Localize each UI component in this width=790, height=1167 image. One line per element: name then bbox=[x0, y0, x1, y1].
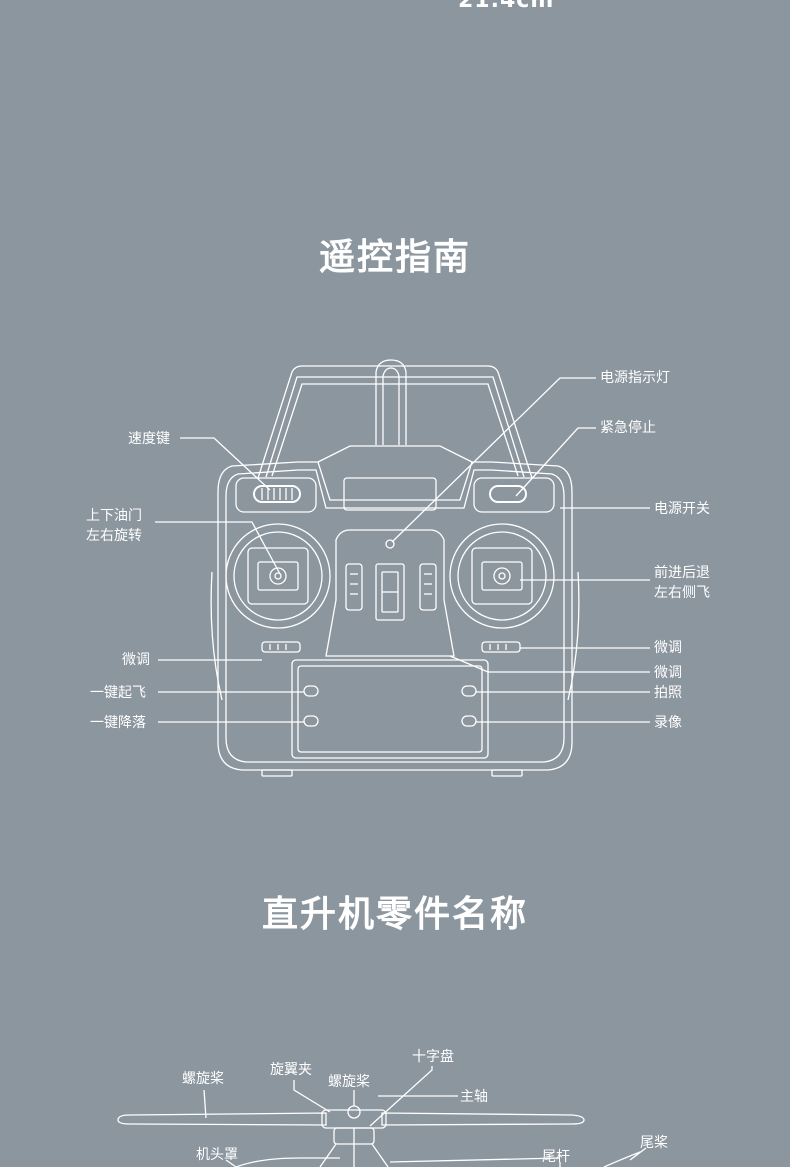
helicopter-illustration bbox=[117, 1105, 641, 1167]
label-propeller-mid: 螺旋桨 bbox=[328, 1073, 370, 1090]
label-left-stick-line1: 上下油门 bbox=[86, 508, 142, 524]
label-main-shaft: 主轴 bbox=[460, 1089, 488, 1105]
label-blade-grip: 旋翼夹 bbox=[270, 1062, 312, 1078]
label-takeoff: 一键起飞 bbox=[90, 685, 146, 701]
label-tail-rotor: 尾桨 bbox=[640, 1134, 668, 1151]
remote-guide-title: 遥控指南 bbox=[318, 237, 471, 278]
label-left-stick-line2: 左右旋转 bbox=[86, 528, 142, 544]
label-video: 录像 bbox=[654, 715, 682, 731]
label-propeller-left: 螺旋桨 bbox=[182, 1070, 224, 1087]
label-right-stick-line2: 左右侧飞 bbox=[654, 585, 710, 601]
parts-leader-lines bbox=[203, 1066, 647, 1167]
label-tail-boom: 尾杆 bbox=[542, 1149, 570, 1165]
cropped-dimension-text: 21.4cm bbox=[458, 0, 555, 13]
label-emergency-stop: 紧急停止 bbox=[600, 419, 656, 436]
label-speed-key: 速度键 bbox=[128, 431, 170, 447]
label-trim-left: 微调 bbox=[122, 652, 150, 668]
label-power-indicator: 电源指示灯 bbox=[600, 370, 670, 386]
label-power-switch: 电源开关 bbox=[654, 501, 710, 517]
remote-controller-illustration bbox=[210, 359, 580, 777]
helicopter-parts-title: 直升机零件名称 bbox=[261, 894, 528, 935]
label-right-stick-line1: 前进后退 bbox=[654, 564, 710, 581]
remote-leader-lines bbox=[155, 377, 650, 723]
label-photo: 拍照 bbox=[654, 685, 682, 701]
label-canopy: 机头罩 bbox=[196, 1147, 238, 1163]
label-trim-right-2: 微调 bbox=[654, 665, 682, 681]
label-swashplate: 十字盘 bbox=[412, 1048, 454, 1065]
label-trim-right-1: 微调 bbox=[654, 640, 682, 656]
label-landing: 一键降落 bbox=[90, 715, 146, 731]
